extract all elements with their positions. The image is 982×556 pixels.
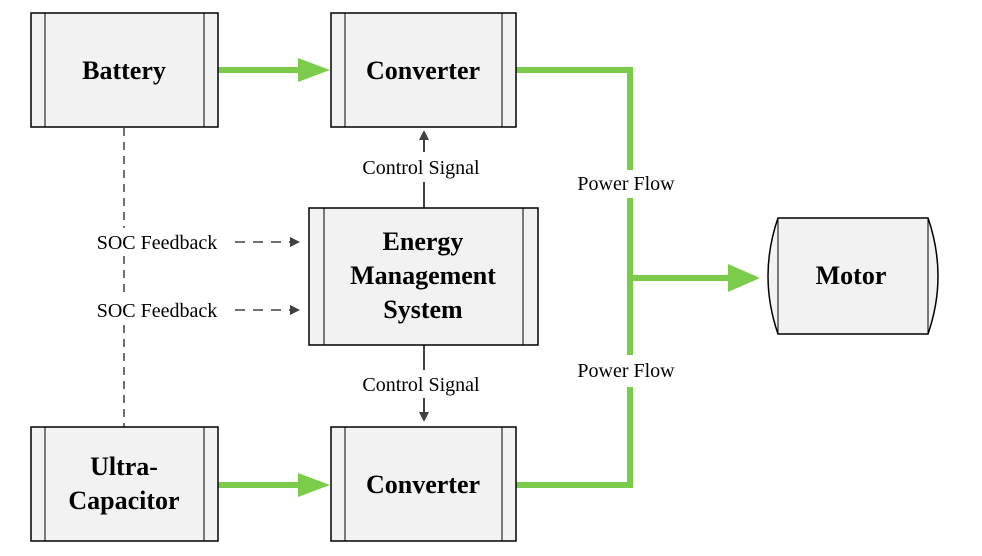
converter-bottom-box: Converter	[330, 426, 517, 542]
ultracap-label-line1: Ultra-	[90, 452, 158, 481]
ems-box: Energy Management System	[308, 207, 539, 346]
motor-box: Motor	[767, 217, 939, 335]
motor-label: Motor	[816, 261, 887, 290]
ems-label-line2: Management	[350, 261, 496, 290]
ems-label-line1: Energy	[383, 227, 464, 256]
converter-top-label: Converter	[366, 56, 480, 85]
power-line-top-converter-out	[516, 67, 633, 170]
battery-box: Battery	[30, 12, 219, 128]
converter-top-box: Converter	[330, 12, 517, 128]
power-arrowhead-bottom	[298, 473, 330, 497]
converter-bottom-label: Converter	[366, 470, 480, 499]
power-flow-top-label: Power Flow	[577, 173, 675, 195]
ultracap-box: Ultra- Capacitor	[30, 426, 219, 542]
ultracap-label-line2: Capacitor	[68, 486, 179, 515]
control-signal-top-label: Control Signal	[362, 157, 480, 179]
power-flow-arrowheads	[298, 58, 760, 497]
power-arrowhead-top	[298, 58, 330, 82]
ems-label-line3: System	[383, 295, 463, 324]
power-flow-bottom-label: Power Flow	[577, 360, 675, 382]
power-line-bottom-converter-out	[516, 387, 633, 488]
battery-label: Battery	[82, 56, 166, 85]
power-arrowhead-motor	[728, 264, 760, 292]
soc-feedback-bottom-label: SOC Feedback	[97, 300, 218, 322]
power-flow-lines	[218, 67, 730, 488]
soc-feedback-top-label: SOC Feedback	[97, 232, 218, 254]
soc-feedback-arrows	[235, 237, 300, 315]
control-signal-bottom-label: Control Signal	[362, 374, 480, 396]
